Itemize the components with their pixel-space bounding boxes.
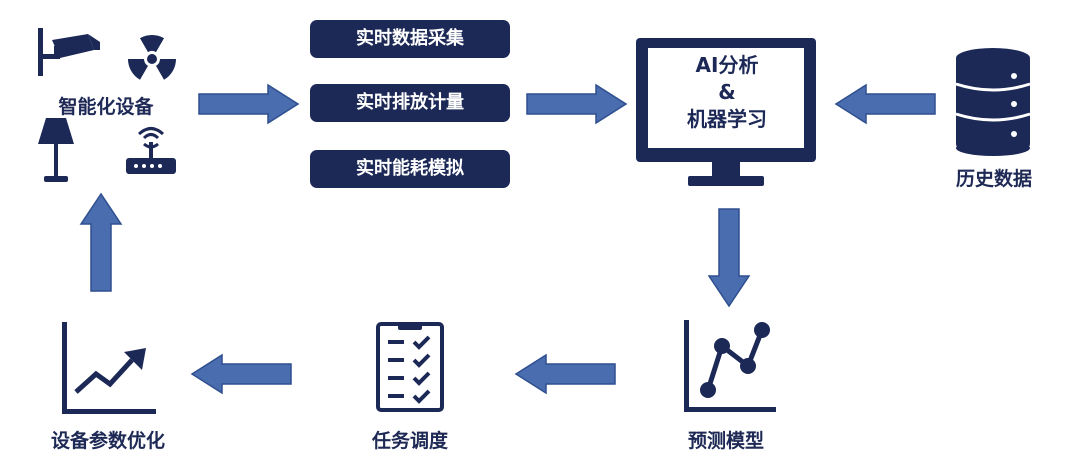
- monitor-icon: [636, 38, 816, 186]
- task-schedule-label: 任务调度: [371, 430, 448, 452]
- smart-devices-label: 智能化设备: [58, 96, 154, 118]
- param-optimize-label: 设备参数优化: [50, 430, 165, 452]
- arrow-left-2: [514, 353, 616, 395]
- arrow-down: [707, 208, 751, 308]
- database-icon: [955, 48, 1031, 156]
- pill-realtime-emission: 实时排放计量: [310, 84, 510, 122]
- checklist-icon: [376, 322, 444, 412]
- security-camera-icon: [38, 28, 100, 76]
- wifi-router-icon: [126, 127, 176, 174]
- arrow-left-history: [834, 83, 936, 125]
- pill-realtime-energy: 实时能耗模拟: [310, 150, 510, 188]
- pill-realtime-data: 实时数据采集: [310, 20, 510, 58]
- arrow-right-1: [198, 83, 300, 125]
- monitor-line-ai: AI分析: [695, 53, 759, 77]
- monitor-text: AI分析 & 机器学习: [652, 52, 802, 133]
- growth-chart-icon: [62, 322, 156, 414]
- arrow-up: [79, 192, 123, 292]
- arrow-left-1: [190, 353, 292, 395]
- arrow-right-2: [526, 83, 628, 125]
- history-data-label: 历史数据: [955, 168, 1032, 190]
- radiation-icon: [127, 35, 177, 80]
- monitor-line-amp: &: [718, 80, 736, 104]
- prediction-model-label: 预测模型: [687, 430, 764, 452]
- floor-lamp-icon: [38, 118, 74, 182]
- monitor-line-ml: 机器学习: [687, 107, 767, 131]
- line-chart-icon: [684, 320, 776, 412]
